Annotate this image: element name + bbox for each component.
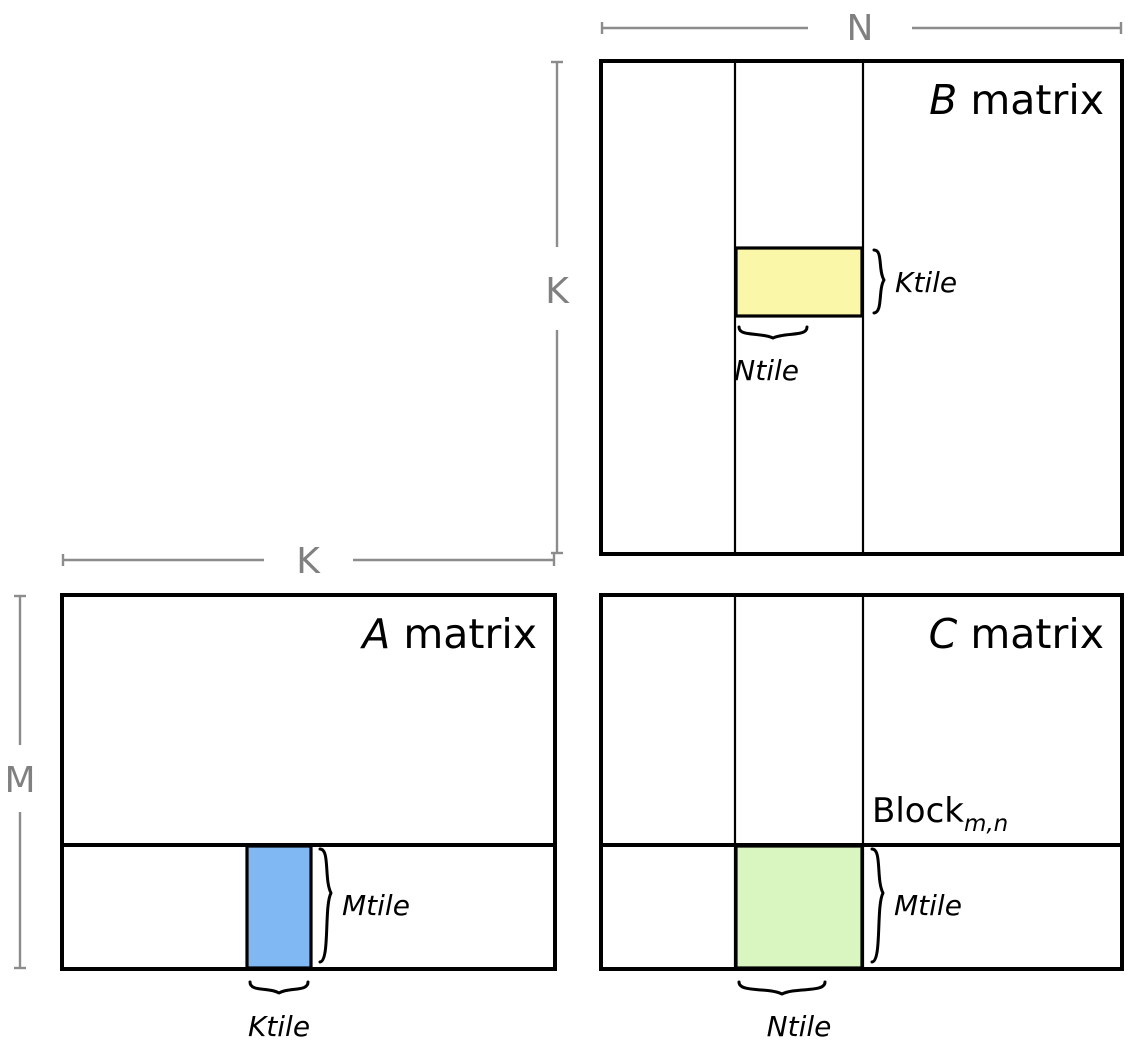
dimension-k-vertical: K: [545, 60, 570, 555]
c-matrix-title: C matrix: [929, 610, 1104, 658]
b-matrix-title-symbol: B: [929, 76, 957, 124]
c-matrix-ntile-brace: [737, 980, 827, 996]
a-matrix-title-symbol: A: [359, 610, 390, 658]
b-matrix: B matrix: [599, 59, 1124, 556]
dimension-k-top: K: [61, 541, 556, 582]
a-matrix-ktile-brace: [248, 980, 310, 995]
c-matrix-mtile-annotation: Mtile: [870, 847, 962, 964]
a-matrix-title-word: matrix: [390, 610, 537, 658]
c-matrix: C matrix Blockm,n: [599, 593, 1124, 971]
b-matrix-ntile-annotation: Ntile: [734, 325, 809, 387]
c-matrix-mtile-brace: [870, 847, 885, 964]
c-matrix-title-symbol: C: [929, 610, 958, 658]
c-matrix-title-word: matrix: [957, 610, 1104, 658]
a-matrix: A matrix: [60, 593, 557, 971]
dimension-n-label: N: [847, 8, 874, 49]
c-matrix-block-label: Blockm,n: [872, 791, 1008, 837]
a-matrix-mtile-ktile-block: [245, 844, 313, 970]
b-matrix-ktile-brace: [872, 248, 886, 315]
a-matrix-mtile-annotation: Mtile: [318, 847, 410, 964]
dimension-k-side-label: K: [545, 271, 570, 312]
b-matrix-ktile-label: Ktile: [895, 266, 957, 299]
b-matrix-ktile-annotation: Ktile: [872, 248, 957, 315]
b-matrix-ktile-ntile-block: [734, 246, 864, 318]
dimension-k-top-label: K: [296, 541, 321, 582]
b-matrix-title-word: matrix: [957, 76, 1104, 124]
c-matrix-block-label-base: Block: [872, 791, 964, 831]
dimension-m-label: M: [4, 760, 35, 801]
c-matrix-ntile-label: Ntile: [767, 1010, 832, 1043]
a-matrix-ktile-label: Ktile: [248, 1010, 310, 1043]
b-matrix-ntile-brace: [737, 325, 809, 340]
a-matrix-ktile-annotation: Ktile: [248, 980, 310, 1043]
c-matrix-mtile-ntile-block: [734, 844, 864, 970]
c-matrix-block-label-subscript: m,n: [964, 811, 1008, 837]
a-matrix-mtile-label: Mtile: [342, 889, 410, 922]
dimension-m: M: [4, 594, 36, 970]
b-matrix-ntile-label: Ntile: [734, 354, 799, 387]
c-matrix-mtile-label: Mtile: [894, 889, 962, 922]
b-matrix-title: B matrix: [929, 76, 1104, 124]
dimension-n: N: [600, 8, 1123, 49]
a-matrix-title: A matrix: [359, 610, 537, 658]
c-matrix-ntile-annotation: Ntile: [737, 980, 832, 1043]
a-matrix-mtile-brace: [318, 847, 333, 964]
